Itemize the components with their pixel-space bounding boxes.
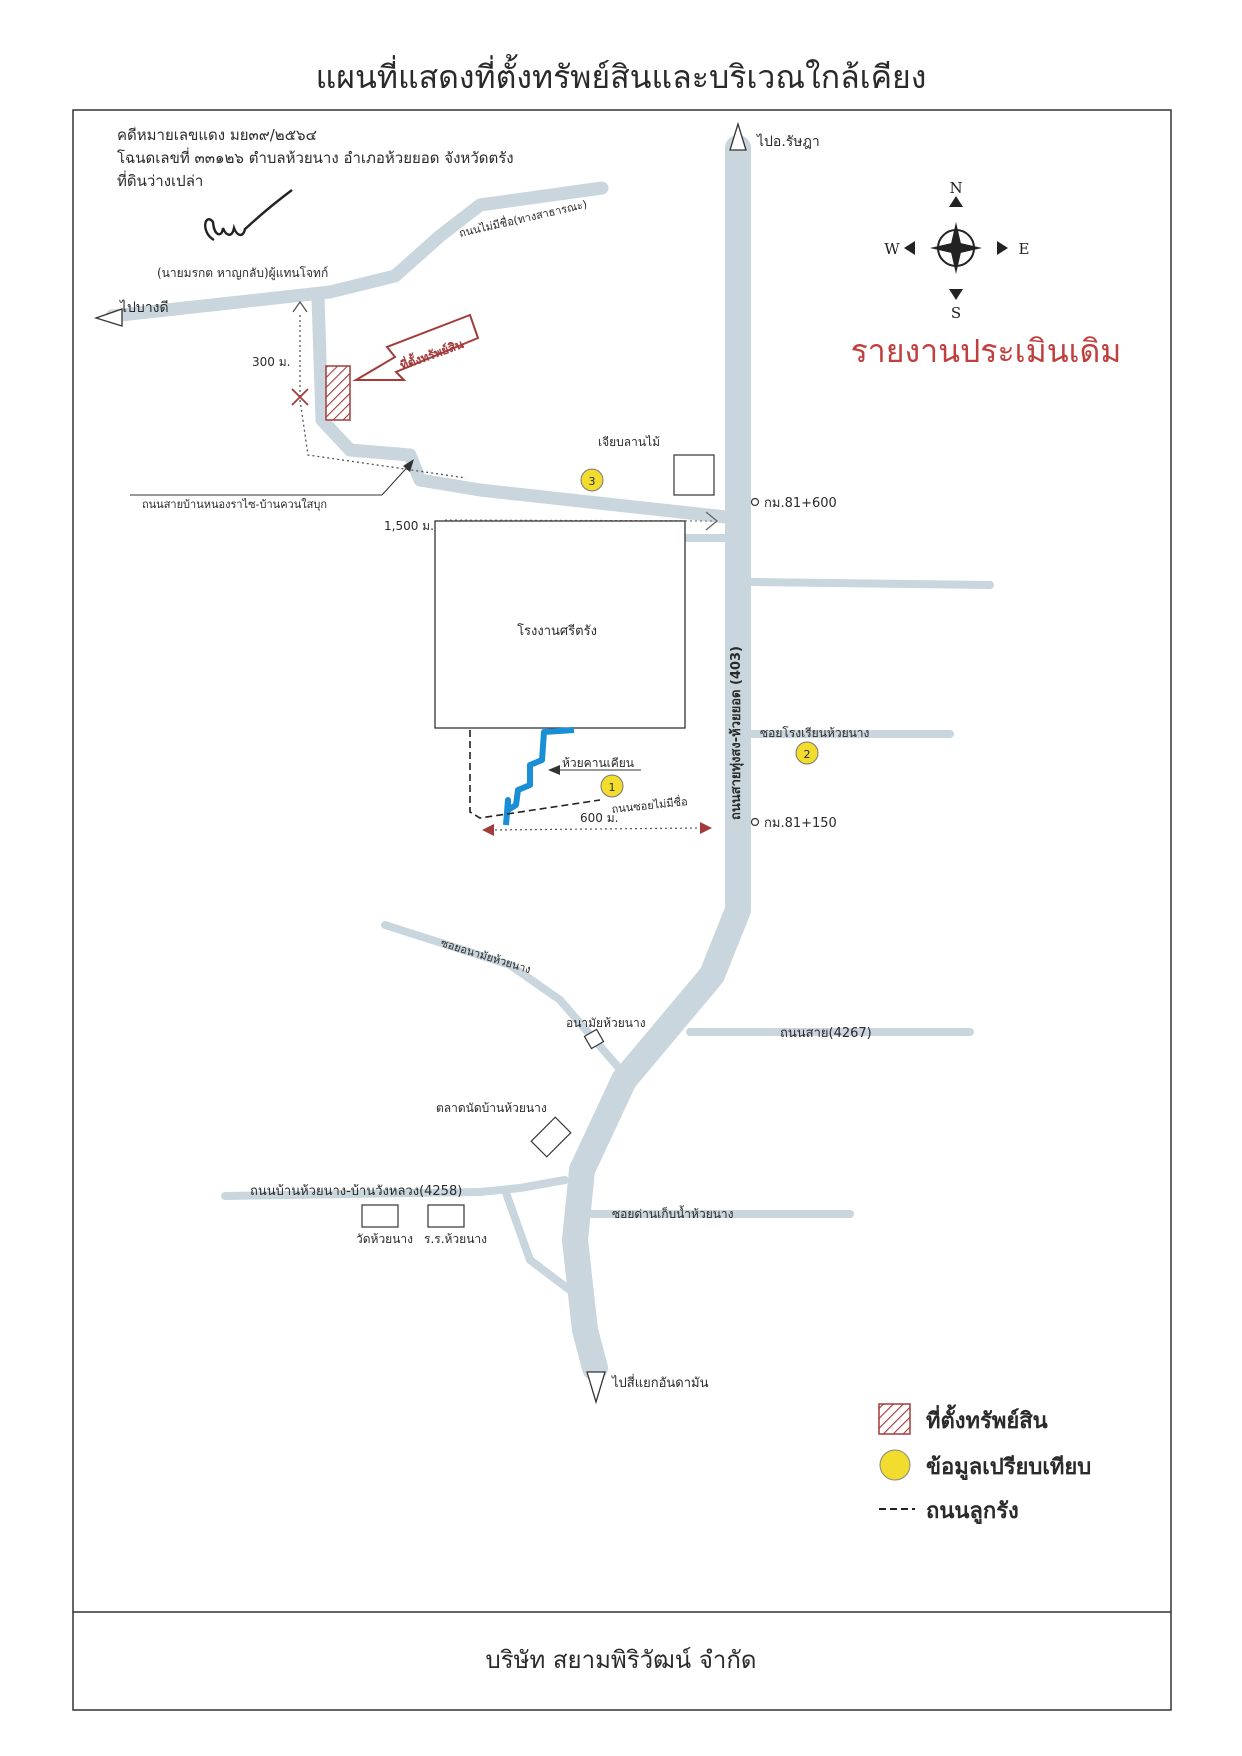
km-81-600-dot bbox=[750, 497, 760, 507]
comparable-marker-3 bbox=[580, 468, 604, 492]
cross-mark-icon bbox=[291, 388, 309, 406]
road-4267-label: ถนนสาย(4267) bbox=[780, 1026, 872, 1041]
main-road-label: ถนนสายทุ่งสง-ห้วยยอด (403) bbox=[728, 646, 744, 820]
factory-label: โรงงานศรีตรัง bbox=[517, 623, 597, 639]
health-center-building bbox=[583, 1028, 605, 1050]
compass-s: S bbox=[951, 304, 961, 322]
to-bangdi-label: ไปบางดี bbox=[119, 299, 169, 316]
soi-tax-label: ซอยด่านเก็บน้ำห้วยนาง bbox=[612, 1205, 734, 1221]
legend-site-swatch bbox=[878, 1403, 911, 1435]
company-footer: บริษัท สยามพิริวัฒน์ จำกัด bbox=[486, 1646, 757, 1674]
canal bbox=[503, 727, 575, 826]
road-4258-label: ถนนบ้านห้วยนาง-บ้านวังหลวง(4258) bbox=[250, 1184, 462, 1199]
land-type: ที่ดินว่างเปล่า bbox=[117, 170, 203, 190]
to-junction-label: ไปสี่แยกอันดามัน bbox=[611, 1374, 709, 1391]
sapan-road-label: ถนนสายบ้านหนองราไซ-บ้านควนใสบุก bbox=[142, 498, 327, 511]
marker-1-label: 1 bbox=[609, 781, 616, 794]
temple-building bbox=[361, 1204, 399, 1228]
soi-school-label: ซอยโรงเรียนห้วยนาง bbox=[760, 726, 869, 740]
route-300m bbox=[299, 315, 467, 479]
legend-comparable-swatch bbox=[879, 1449, 911, 1481]
sawmill-label: เจียบลานไม้ bbox=[598, 435, 660, 449]
dist-300-label: 300 ม. bbox=[252, 355, 290, 369]
market-building bbox=[530, 1116, 572, 1158]
compass-w: W bbox=[884, 240, 900, 258]
deed-info: โฉนดเลขที่ ๓๓๑๒๖ ตำบลห้วยนาง อำเภอห้วยยอ… bbox=[117, 147, 514, 167]
km-81-150-label: กม.81+150 bbox=[764, 816, 837, 831]
compass-e: E bbox=[1019, 240, 1030, 258]
to-ratsada-label: ไปอ.รัษฎา bbox=[756, 133, 820, 150]
legend-comparable-label: ข้อมูลเปรียบเทียบ bbox=[926, 1455, 1091, 1481]
compass-rose-icon bbox=[904, 196, 1008, 300]
school-building bbox=[427, 1204, 465, 1228]
case-number: คดีหมายเลขแดง มย๓๙/๒๕๖๔ bbox=[117, 126, 317, 144]
factory-building bbox=[434, 520, 686, 729]
report-label: รายงานประเมินเดิม bbox=[851, 332, 1122, 370]
signer: (นายมรกต หาญกลับ)ผู้แทนโจทก์ bbox=[157, 266, 328, 281]
road-east-1 bbox=[748, 578, 994, 589]
comparable-marker-1 bbox=[600, 774, 624, 798]
road-4258 bbox=[221, 1176, 569, 1200]
access-road-dashed bbox=[469, 730, 601, 819]
market-label: ตลาดนัดบ้านห้วยนาง bbox=[436, 1101, 547, 1115]
road-network bbox=[105, 135, 994, 1381]
dist-600-label: 600 ม. bbox=[580, 811, 618, 825]
sapan-road-arrow-icon bbox=[403, 459, 414, 472]
arrow-north-icon bbox=[729, 121, 747, 151]
comparable-marker-2 bbox=[795, 741, 819, 765]
school-label: ร.ร.ห้วยนาง bbox=[424, 1232, 487, 1246]
subject-site-pointer bbox=[352, 313, 480, 381]
arrow-west-icon bbox=[93, 308, 123, 327]
route-300m-arrow-icon bbox=[292, 300, 308, 313]
road-unnamed-public bbox=[105, 181, 609, 323]
arrow-south-icon bbox=[586, 1371, 606, 1405]
canal-label: ห้วยคานเคียน bbox=[562, 756, 634, 770]
legend: ที่ตั้งทรัพย์สิน ข้อมูลเปรียบเทียบ ถนนลู… bbox=[878, 1403, 1091, 1525]
road-main-403 bbox=[562, 135, 751, 1381]
map-title: แผนที่แสดงที่ตั้งทรัพย์สินและบริเวณใกล้เ… bbox=[316, 54, 927, 96]
marker-2-label: 2 bbox=[804, 748, 811, 761]
dist-1500-label: 1,500 ม. bbox=[384, 519, 434, 533]
route-1500m-arrow-icon bbox=[705, 511, 719, 531]
road-branch-site bbox=[311, 291, 742, 525]
soi-health-label: ซอยอนามัยห้วยนาง bbox=[439, 936, 532, 976]
km-81-600-label: กม.81+600 bbox=[764, 496, 837, 511]
km-81-150-dot bbox=[750, 817, 760, 827]
road-4258-branch bbox=[501, 1186, 587, 1304]
legend-site-label: ที่ตั้งทรัพย์สิน bbox=[926, 1404, 1048, 1434]
route-600m bbox=[489, 827, 701, 831]
unnamed-soi-label: ถนนซอยไม่มีชื่อ bbox=[611, 793, 688, 816]
compass-n: N bbox=[949, 179, 962, 197]
canal-arrow-icon bbox=[548, 765, 560, 775]
road-soi-health bbox=[381, 921, 629, 1079]
marker-3-label: 3 bbox=[589, 475, 596, 488]
temple-label: วัดห้วยนาง bbox=[356, 1232, 413, 1246]
legend-access-road-label: ถนนลูกรัง bbox=[926, 1499, 1019, 1525]
health-center-label: อนามัยห้วยนาง bbox=[566, 1016, 646, 1030]
map-frame bbox=[72, 109, 1172, 1711]
sawmill-building bbox=[673, 454, 715, 496]
signature bbox=[204, 189, 293, 242]
subject-site-parcel bbox=[325, 365, 351, 421]
route-600m-arrow-icon bbox=[700, 822, 712, 834]
route-600m-start-icon bbox=[482, 824, 494, 836]
